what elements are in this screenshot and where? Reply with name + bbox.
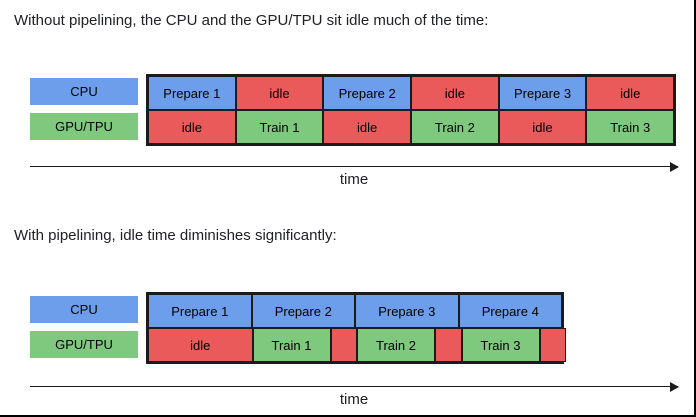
cpu-task-cell-5: Prepare 3 xyxy=(498,76,587,110)
legend-without-pipelining: CPU GPU/TPU xyxy=(30,78,138,140)
legend-gpu-box: GPU/TPU xyxy=(30,113,138,140)
cpu-task-cell-3: Prepare 3 xyxy=(355,294,459,328)
caption-with-pipelining: With pipelining, idle time diminishes si… xyxy=(14,227,337,244)
arrow-head-icon xyxy=(670,161,679,172)
cpu-task-cell-6: idle xyxy=(586,76,675,110)
cpu-task-cell-3: Prepare 2 xyxy=(323,76,412,110)
gpu-task-cell-3 xyxy=(330,328,357,362)
gpu-task-cell-3: idle xyxy=(323,110,412,144)
cpu-task-cell-2: Prepare 2 xyxy=(251,294,355,328)
caption-without-pipelining: Without pipelining, the CPU and the GPU/… xyxy=(14,12,489,29)
cpu-task-cell-4: idle xyxy=(411,76,499,110)
cpu-task-cell-4: Prepare 4 xyxy=(458,294,562,328)
axis-line xyxy=(30,166,678,167)
cpu-task-cell-1: Prepare 1 xyxy=(148,294,252,328)
gpu-task-cell-7 xyxy=(539,328,566,362)
legend-cpu-box: CPU xyxy=(30,296,138,323)
gpu-task-cell-1: idle xyxy=(148,110,236,144)
gpu-task-cell-5 xyxy=(435,328,462,362)
gpu-task-cell-4: Train 2 xyxy=(411,110,499,144)
axis-label-time: time xyxy=(339,171,369,188)
cpu-task-cell-2: idle xyxy=(235,76,324,110)
gpu-task-cell-6: Train 3 xyxy=(586,110,675,144)
axis-line xyxy=(30,386,678,387)
gpu-task-cell-6: Train 3 xyxy=(461,328,540,362)
time-axis-without-pipelining: time xyxy=(30,160,679,194)
legend-gpu-box: GPU/TPU xyxy=(30,331,138,358)
legend-with-pipelining: CPU GPU/TPU xyxy=(30,296,138,358)
axis-label-time: time xyxy=(339,391,369,408)
gpu-task-cell-5: idle xyxy=(498,110,587,144)
gpu-task-cell-4: Train 2 xyxy=(357,328,435,362)
legend-cpu-box: CPU xyxy=(30,78,138,105)
cpu-task-cell-1: Prepare 1 xyxy=(148,76,236,110)
gpu-task-cell-2: Train 1 xyxy=(252,328,331,362)
arrow-head-icon xyxy=(670,381,679,392)
gpu-task-cell-1: idle xyxy=(148,328,253,362)
gpu-task-cell-2: Train 1 xyxy=(235,110,324,144)
time-axis-with-pipelining: time xyxy=(30,380,679,414)
